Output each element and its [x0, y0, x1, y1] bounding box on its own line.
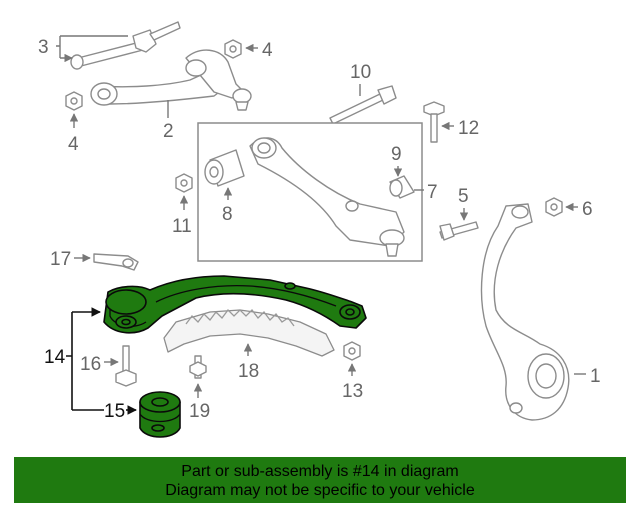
part-4-nut-left	[65, 91, 83, 111]
callout-14: 14	[44, 312, 100, 410]
svg-text:18: 18	[238, 361, 259, 382]
part-18-shield	[163, 309, 335, 357]
banner-line-1: Part or sub-assembly is #14 in diagram	[181, 463, 459, 480]
part-1-knuckle	[480, 203, 570, 421]
svg-text:10: 10	[350, 62, 371, 83]
svg-text:13: 13	[342, 381, 363, 402]
callout-12: 12	[441, 118, 479, 139]
svg-text:1: 1	[590, 366, 601, 387]
callout-10: 10	[350, 62, 371, 96]
callout-4a: 4	[245, 40, 273, 61]
inset-box: 8 9	[197, 122, 423, 262]
part-info-banner: Part or sub-assembly is #14 in diagram D…	[14, 457, 626, 503]
callout-3: 3	[38, 35, 128, 58]
part-4-nut-top	[224, 39, 242, 59]
part-7-arm	[249, 137, 405, 257]
part-15-bushing-highlight	[139, 391, 181, 438]
callout-8: 8	[222, 187, 233, 225]
callout-17: 17	[50, 249, 91, 270]
svg-text:5: 5	[458, 186, 469, 207]
callout-2: 2	[163, 100, 174, 142]
svg-text:7: 7	[427, 182, 438, 203]
part-5-bolt	[439, 221, 479, 241]
svg-text:17: 17	[50, 249, 71, 270]
part-14-lower-arm-highlight	[103, 275, 367, 334]
svg-text:11: 11	[172, 216, 192, 237]
callout-6: 6	[565, 199, 593, 220]
part-10-bolt	[329, 85, 397, 125]
svg-text:14: 14	[44, 347, 66, 368]
callout-11: 11	[172, 195, 192, 237]
svg-text:15: 15	[104, 401, 125, 422]
callout-16: 16	[80, 354, 119, 375]
part-8-bushing	[204, 149, 245, 187]
callout-1: 1	[574, 366, 601, 387]
svg-text:12: 12	[458, 118, 479, 139]
part-9-bushing	[389, 175, 415, 199]
part-17-link	[93, 253, 139, 271]
callout-13: 13	[342, 363, 363, 402]
svg-text:3: 3	[38, 37, 49, 58]
callout-7: 7	[414, 182, 438, 203]
svg-text:9: 9	[391, 144, 402, 165]
callout-18: 18	[238, 343, 259, 382]
callout-4b: 4	[68, 113, 79, 155]
svg-text:8: 8	[222, 204, 233, 225]
part-6-nut	[545, 197, 563, 217]
part-12-bolt	[423, 101, 445, 143]
callout-5: 5	[458, 186, 469, 221]
callout-19: 19	[189, 383, 210, 422]
svg-text:4: 4	[262, 40, 273, 61]
svg-text:16: 16	[80, 354, 101, 375]
part-19-bolt	[189, 355, 207, 379]
part-13-nut	[343, 341, 361, 361]
svg-text:6: 6	[582, 199, 593, 220]
svg-text:19: 19	[189, 401, 210, 422]
part-16-bolt	[115, 345, 137, 387]
banner-line-2: Diagram may not be specific to your vehi…	[165, 482, 475, 499]
svg-text:2: 2	[163, 121, 174, 142]
callout-15: 15	[72, 401, 137, 422]
part-2-upper-arm	[90, 49, 252, 111]
part-11-nut	[175, 173, 193, 193]
part-3-bolt	[70, 21, 181, 70]
callout-9: 9	[391, 144, 403, 177]
svg-text:4: 4	[68, 134, 79, 155]
